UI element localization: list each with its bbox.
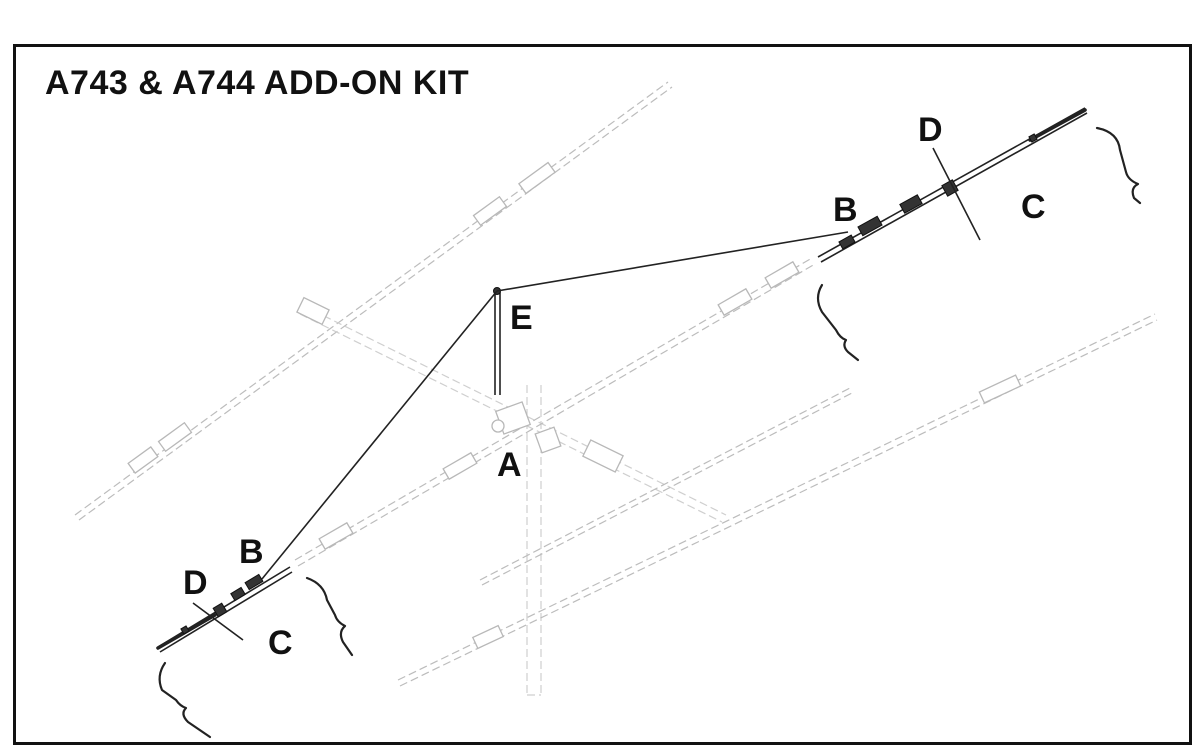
page-title: A743 & A744 ADD-ON KIT: [45, 64, 470, 102]
label-c-right: C: [1021, 188, 1046, 226]
ghost-hub: [491, 401, 562, 454]
braces: [158, 126, 1142, 739]
brace-lower-left: [158, 661, 212, 739]
brace-middle-right: [816, 283, 860, 362]
support-wires: [261, 231, 849, 580]
label-d-right: D: [918, 111, 943, 149]
label-a: A: [497, 446, 522, 484]
d-marker-right: [932, 147, 981, 241]
diagram-frame: [13, 44, 1192, 745]
label-b-right: B: [833, 191, 858, 229]
label-c-left: C: [268, 624, 293, 662]
existing-antenna-ghost: [74, 81, 1158, 696]
ghost-element-driven: [294, 257, 816, 567]
add-on-kit: [156, 107, 1088, 653]
label-b-left: B: [239, 533, 264, 571]
ghost-element-rear: [74, 81, 673, 521]
label-e: E: [510, 299, 533, 337]
ghost-element-director-1: [479, 387, 853, 586]
d-marker-left: [192, 602, 244, 641]
brace-upper-right: [1095, 126, 1142, 205]
ghost-element-director-2: [397, 313, 1158, 687]
extension-element-left: [156, 566, 293, 653]
label-d-left: D: [183, 564, 208, 602]
brace-middle-left: [305, 576, 354, 657]
mast-e: [493, 287, 501, 395]
